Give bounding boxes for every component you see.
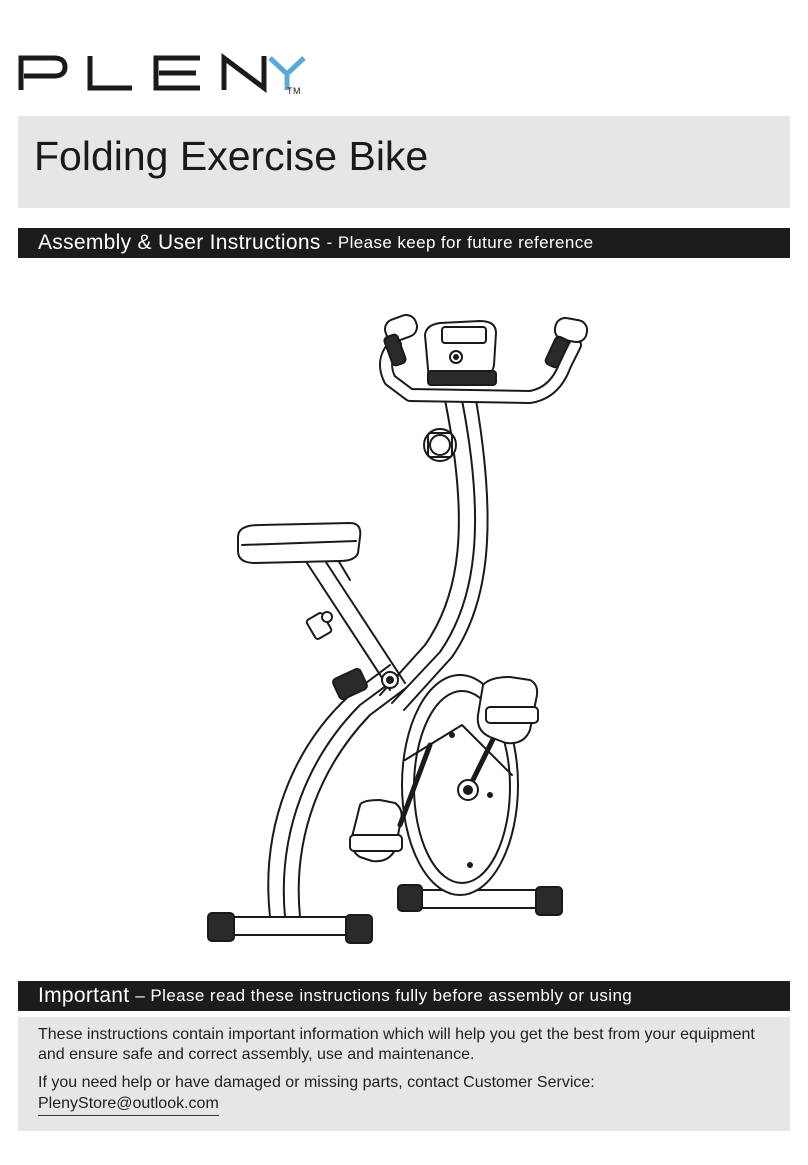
pleny-logo-icon — [18, 53, 306, 93]
brand-logo — [18, 52, 308, 104]
trademark: TM — [287, 86, 301, 96]
assembly-instructions-bar: Assembly & User Instructions - Please ke… — [18, 228, 790, 258]
page-title: Folding Exercise Bike — [34, 133, 429, 179]
title-banner: Folding Exercise Bike — [18, 116, 790, 208]
assembly-bar-subtext: - Please keep for future reference — [326, 233, 594, 252]
support-email-link[interactable]: PlenyStore@outlook.com — [38, 1094, 219, 1116]
info-paragraph-intro: These instructions contain important inf… — [38, 1026, 755, 1063]
folding-exercise-bike-icon — [207, 314, 589, 944]
info-paragraph-support: If you need help or have damaged or miss… — [38, 1074, 595, 1091]
assembly-bar-heading: Assembly & User Instructions — [38, 231, 321, 254]
important-notice-bar: Important – Please read these instructio… — [18, 981, 790, 1011]
important-bar-subtext: – Please read these instructions fully b… — [135, 986, 633, 1005]
important-bar-heading: Important — [38, 984, 130, 1007]
exercise-bike-illustration — [200, 305, 610, 955]
info-box: These instructions contain important inf… — [18, 1017, 790, 1131]
